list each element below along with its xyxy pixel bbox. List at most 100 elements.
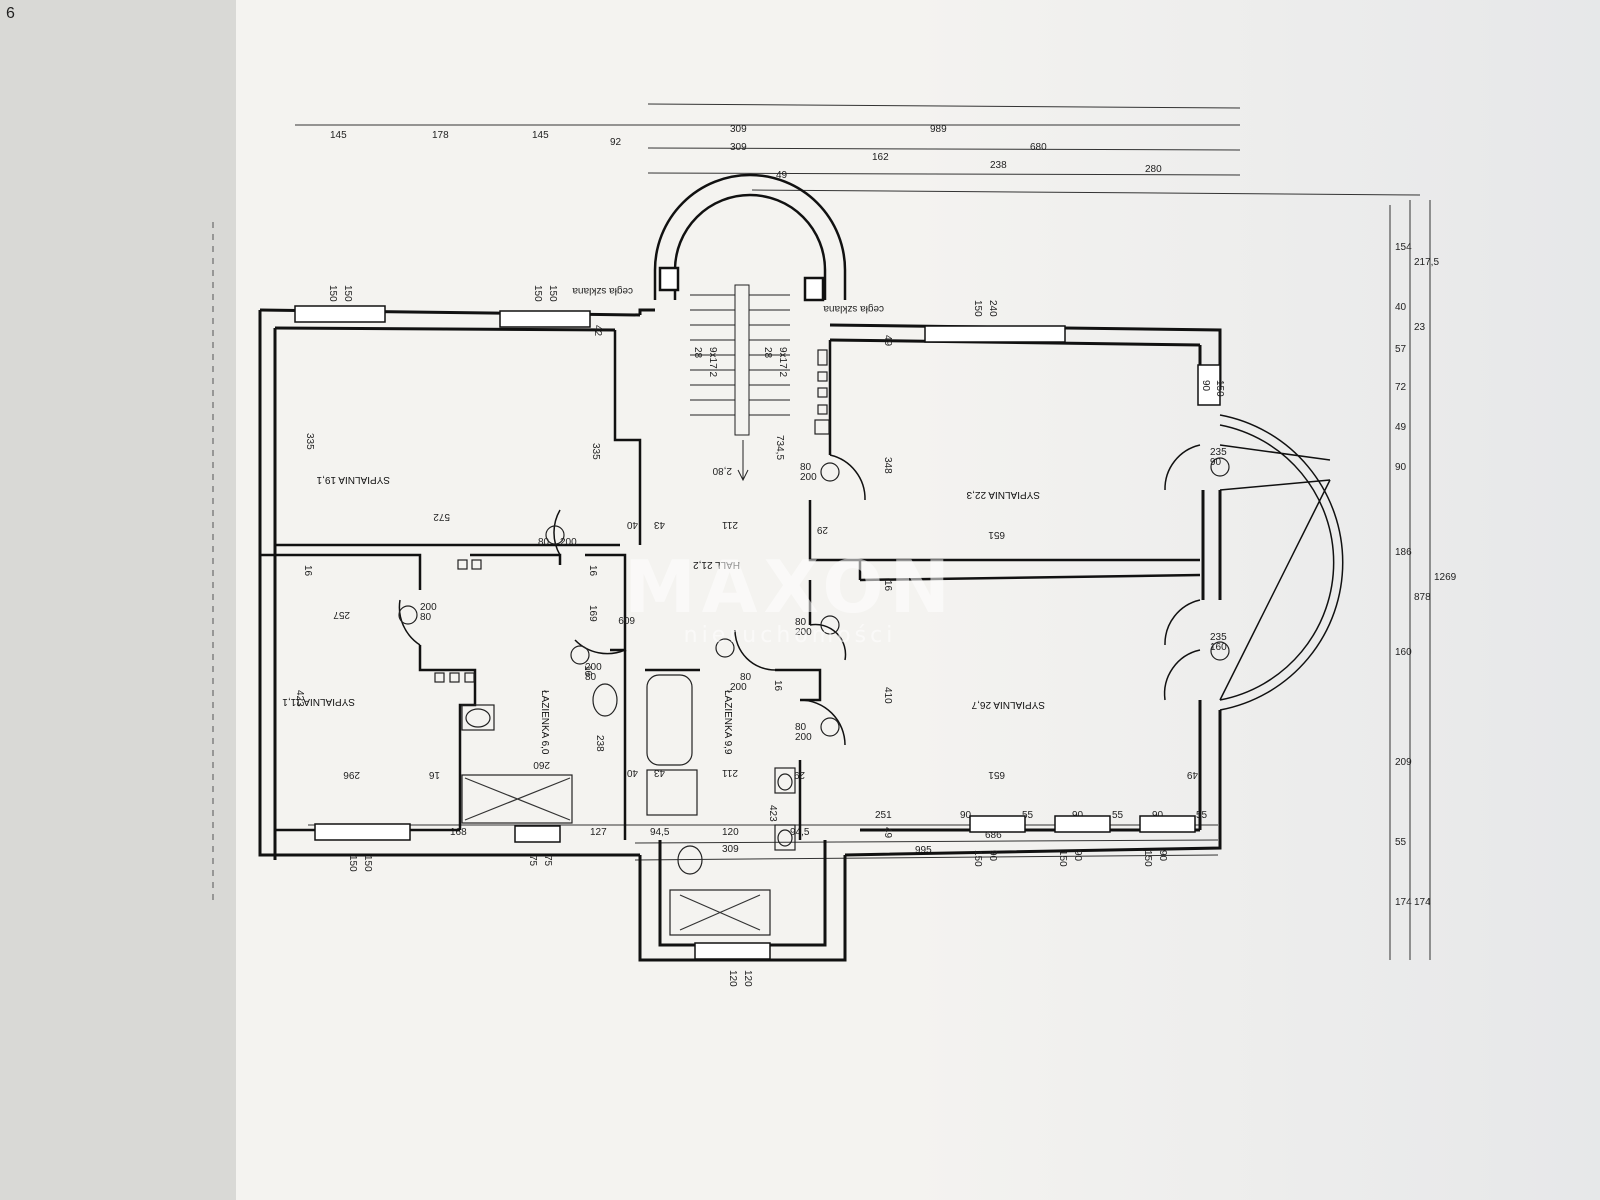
sw-296: 296 xyxy=(343,769,360,780)
win2-b: 150 xyxy=(547,285,558,302)
dim-bot-94a: 94,5 xyxy=(650,827,670,838)
room-bedroom-nw: SYPIALNIA 19,1 xyxy=(316,474,390,485)
glass-brick-right-note: cegła szklana xyxy=(823,303,884,314)
dim-bot-90a: 90 xyxy=(960,810,972,821)
balcony xyxy=(1219,414,1344,711)
top-dimension-lines xyxy=(295,103,1421,196)
win9-b: 150 xyxy=(1057,850,1068,867)
e-49c: 49 xyxy=(882,827,893,839)
door4-b: 200 xyxy=(730,682,747,693)
dim-bot-120: 120 xyxy=(722,827,739,838)
room-bedroom-se: SYPIALNIA 26,7 xyxy=(971,699,1045,710)
sw-257: 257 xyxy=(333,609,350,620)
glass-brick-left-note: cegła szklana xyxy=(572,285,633,296)
door6-b: 200 xyxy=(795,627,812,638)
watermark-subtitle: nieruchomości xyxy=(684,623,897,648)
window-labels: 150 150 150 150 240 150 90 150 150 150 7… xyxy=(327,285,1225,987)
win10-b: 150 xyxy=(1142,850,1153,867)
dim-top-309a: 309 xyxy=(730,124,747,135)
dim-top-989: 989 xyxy=(930,124,947,135)
door2-b: 200 xyxy=(420,602,437,613)
e-29b: 29 xyxy=(793,769,805,780)
win4-b: 150 xyxy=(1214,380,1225,397)
dim-r-57: 57 xyxy=(1395,344,1407,355)
win7-a: 120 xyxy=(727,970,738,987)
dim-r-40: 40 xyxy=(1395,302,1407,313)
h-169: 169 xyxy=(587,605,598,622)
corner-mark: 6 xyxy=(6,5,15,22)
h-609: 609 xyxy=(618,614,635,625)
door5-b: 200 xyxy=(800,472,817,483)
nw-w: 572 xyxy=(433,511,450,522)
win6-b: 75 xyxy=(542,855,553,867)
stair-height: 2,80 xyxy=(712,465,732,476)
dim-bot-309: 309 xyxy=(722,844,739,855)
sheet-shading xyxy=(910,0,1600,1200)
e-49b: 49 xyxy=(1186,769,1198,780)
door4-a: 80 xyxy=(740,672,752,683)
dim-top-680: 680 xyxy=(1030,142,1047,153)
dim-top-178: 178 xyxy=(432,130,449,141)
dim-r-1269: 1269 xyxy=(1434,572,1457,583)
e-29: 29 xyxy=(816,524,828,535)
b-238: 238 xyxy=(594,735,605,752)
win2-a: 150 xyxy=(532,285,543,302)
dim-r-154: 154 xyxy=(1395,242,1412,253)
sw-16b: 16 xyxy=(428,769,440,780)
win10-a: 90 xyxy=(1157,850,1168,862)
stair-734: 734,5 xyxy=(774,435,785,460)
drawing-sheet xyxy=(236,0,1600,1200)
door9-a: 160 xyxy=(1210,642,1227,653)
win1-a: 150 xyxy=(327,285,338,302)
staircase xyxy=(690,284,790,482)
b-260: 260 xyxy=(533,759,550,770)
sw-423: 423 xyxy=(294,690,305,707)
stair-17b: 9x17,2 xyxy=(777,347,788,377)
win1-b: 150 xyxy=(342,285,353,302)
door8-a: 90 xyxy=(1210,457,1222,468)
dim-top-162: 162 xyxy=(872,152,889,163)
e-348: 348 xyxy=(882,457,893,474)
windows xyxy=(294,305,1221,960)
h-211: 211 xyxy=(722,519,738,530)
b-43: 43 xyxy=(653,767,665,778)
dim-bot-168: 168 xyxy=(450,827,467,838)
b-16: 16 xyxy=(582,665,593,677)
dim-r-878: 878 xyxy=(1414,592,1431,603)
top-dimension-labels: 145 178 145 92 309 989 309 162 238 680 2… xyxy=(330,124,1162,181)
win5-a: 150 xyxy=(347,855,358,872)
dim-bot-686: 686 xyxy=(985,830,1002,841)
dim-top-92: 92 xyxy=(610,137,622,148)
b-40: 40 xyxy=(626,767,638,778)
dim-r-72: 72 xyxy=(1395,382,1407,393)
sw-16: 16 xyxy=(302,565,313,577)
door5-a: 80 xyxy=(800,462,812,473)
room-labels: SYPIALNIA 19,1 SYPIALNIA 11,1 ŁAZIENKA 6… xyxy=(282,474,1045,755)
e-49a: 49 xyxy=(882,335,893,347)
staircase-apse xyxy=(653,173,847,302)
room-bedroom-sw: SYPIALNIA 11,1 xyxy=(282,696,355,707)
stair-labels: 28 9x17,2 28 9x17,2 734,5 2,80 xyxy=(692,347,788,476)
door8-b: 235 xyxy=(1210,447,1227,458)
b-211: 211 xyxy=(722,767,738,778)
watermark: MAXON nieruchomości xyxy=(624,545,956,648)
door2-a: 80 xyxy=(420,612,432,623)
e-651b: 651 xyxy=(988,769,1005,780)
stair-28b: 28 xyxy=(762,347,773,359)
dim-bot-127: 127 xyxy=(590,827,607,838)
h-40: 40 xyxy=(626,519,638,530)
exterior-walls xyxy=(258,308,1222,962)
door7-b: 200 xyxy=(795,732,812,743)
h-16: 16 xyxy=(587,565,598,577)
win4-a: 90 xyxy=(1200,380,1211,392)
dim-r-174b: 174 xyxy=(1414,897,1431,908)
dim-r-90: 90 xyxy=(1395,462,1407,473)
win3-b: 150 xyxy=(972,300,983,317)
win6-a: 75 xyxy=(527,855,538,867)
dim-top-280: 280 xyxy=(1145,164,1162,175)
watermark-brand: MAXON xyxy=(624,545,956,629)
stair-17a: 9x17,2 xyxy=(707,347,718,377)
b-16c: 16 xyxy=(772,680,783,692)
win5-b: 150 xyxy=(362,855,373,872)
